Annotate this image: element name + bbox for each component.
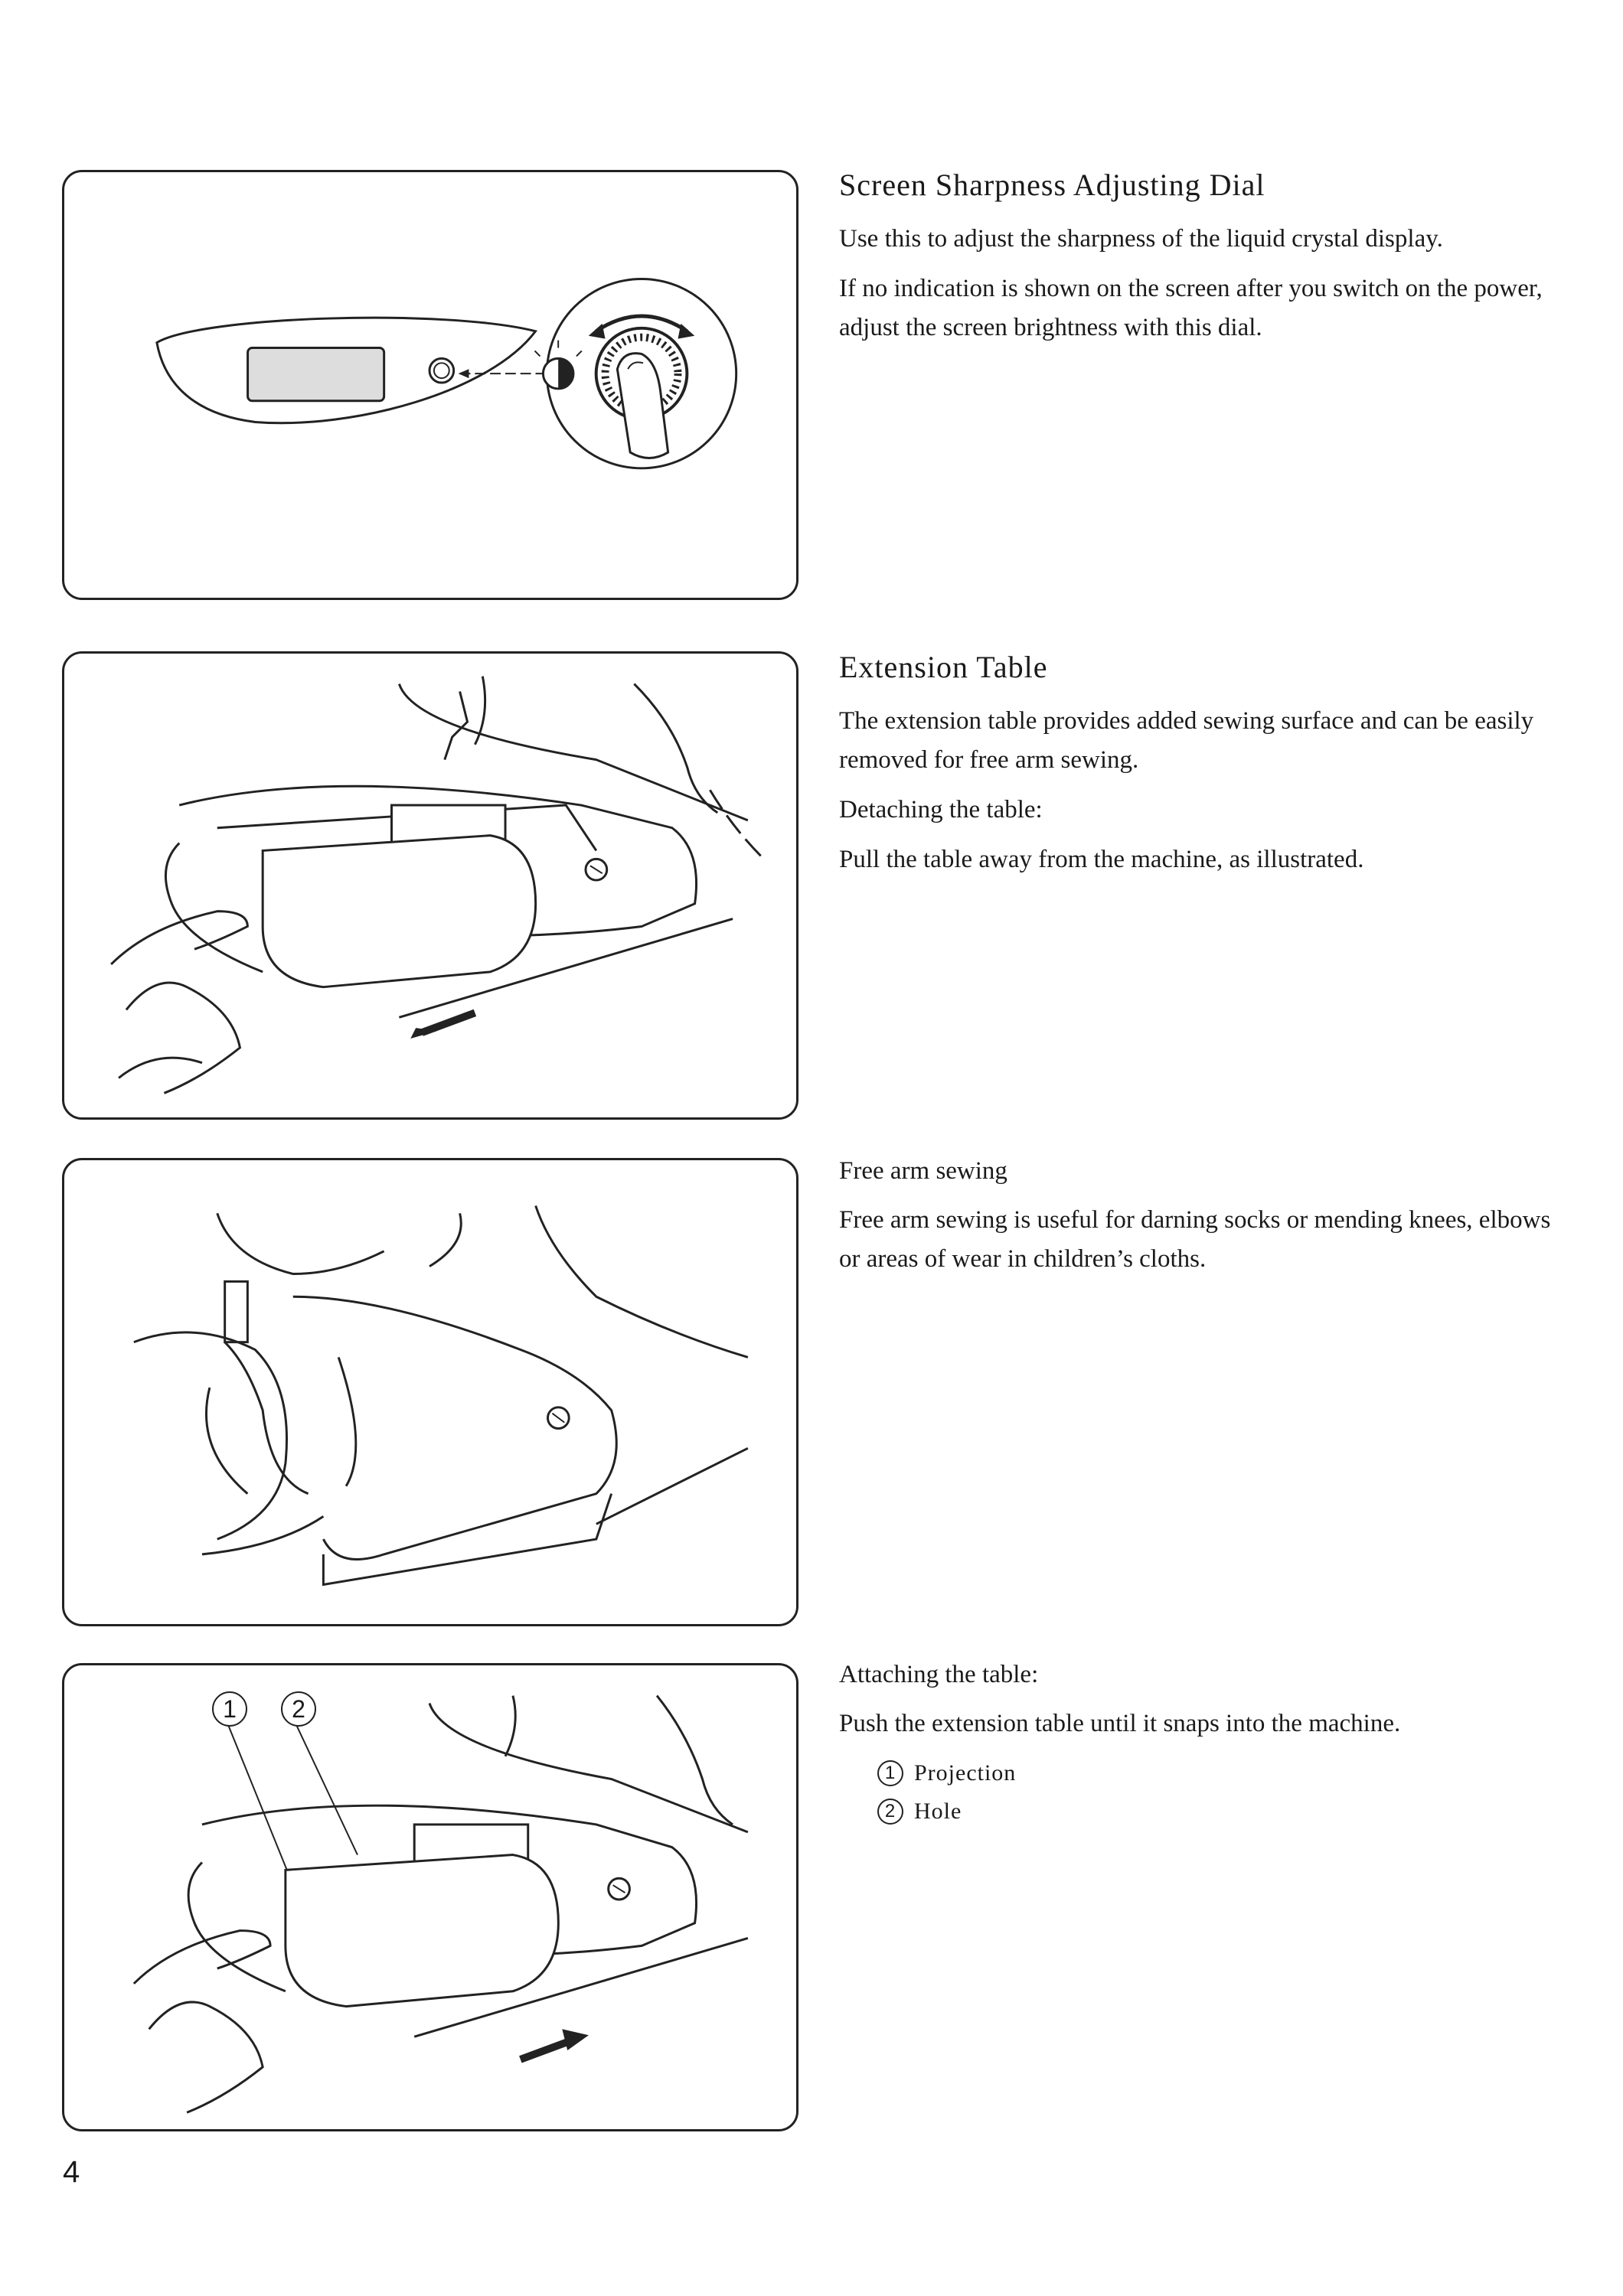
paragraph: Pull the table away from the machine, as… xyxy=(839,840,1551,879)
section-heading: Free arm sewing xyxy=(839,1157,1551,1186)
illustration-free-arm xyxy=(62,1158,798,1626)
free-arm-diagram xyxy=(64,1160,796,1624)
detach-table-diagram xyxy=(64,654,796,1117)
subheading-detach: Detaching the table: xyxy=(839,791,1551,830)
section-extension-table: Extension Table The extension table prov… xyxy=(839,649,1551,890)
callout-number-2: 2 xyxy=(281,1691,316,1727)
item-label: Hole xyxy=(914,1792,962,1831)
section-free-arm: Free arm sewing Free arm sewing is usefu… xyxy=(839,1157,1551,1290)
attach-table-diagram xyxy=(64,1665,796,2129)
callout-number-1: 1 xyxy=(212,1691,247,1727)
list-item-hole: 2 Hole xyxy=(877,1792,1551,1831)
callout-line-projection xyxy=(229,1726,293,1885)
paragraph: The extension table provides added sewin… xyxy=(839,702,1551,780)
paragraph: Free arm sewing is useful for darning so… xyxy=(839,1201,1551,1279)
page-number: 4 xyxy=(63,2155,80,2190)
list-item-projection: 1 Projection xyxy=(877,1754,1551,1792)
section-heading: Attaching the table: xyxy=(839,1661,1551,1689)
illustration-detach-table xyxy=(62,651,798,1120)
illustration-attach-table: 1 2 xyxy=(62,1663,798,2131)
section-sharpness: Screen Sharpness Adjusting Dial Use this… xyxy=(839,167,1551,358)
paragraph: Use this to adjust the sharpness of the … xyxy=(839,220,1551,259)
paragraph: If no indication is shown on the screen … xyxy=(839,269,1551,347)
callout-line-hole xyxy=(297,1726,358,1854)
paragraph: Push the extension table until it snaps … xyxy=(839,1704,1551,1743)
item-number: 2 xyxy=(877,1799,903,1825)
item-label: Projection xyxy=(914,1754,1016,1792)
section-attach: Attaching the table: Push the extension … xyxy=(839,1661,1551,1831)
control-panel-diagram xyxy=(64,172,796,598)
lcd-screen xyxy=(248,348,384,401)
illustration-sharpness-dial xyxy=(62,170,798,600)
section-heading: Extension Table xyxy=(839,649,1551,685)
item-number: 1 xyxy=(877,1760,903,1786)
section-heading: Screen Sharpness Adjusting Dial xyxy=(839,167,1551,203)
